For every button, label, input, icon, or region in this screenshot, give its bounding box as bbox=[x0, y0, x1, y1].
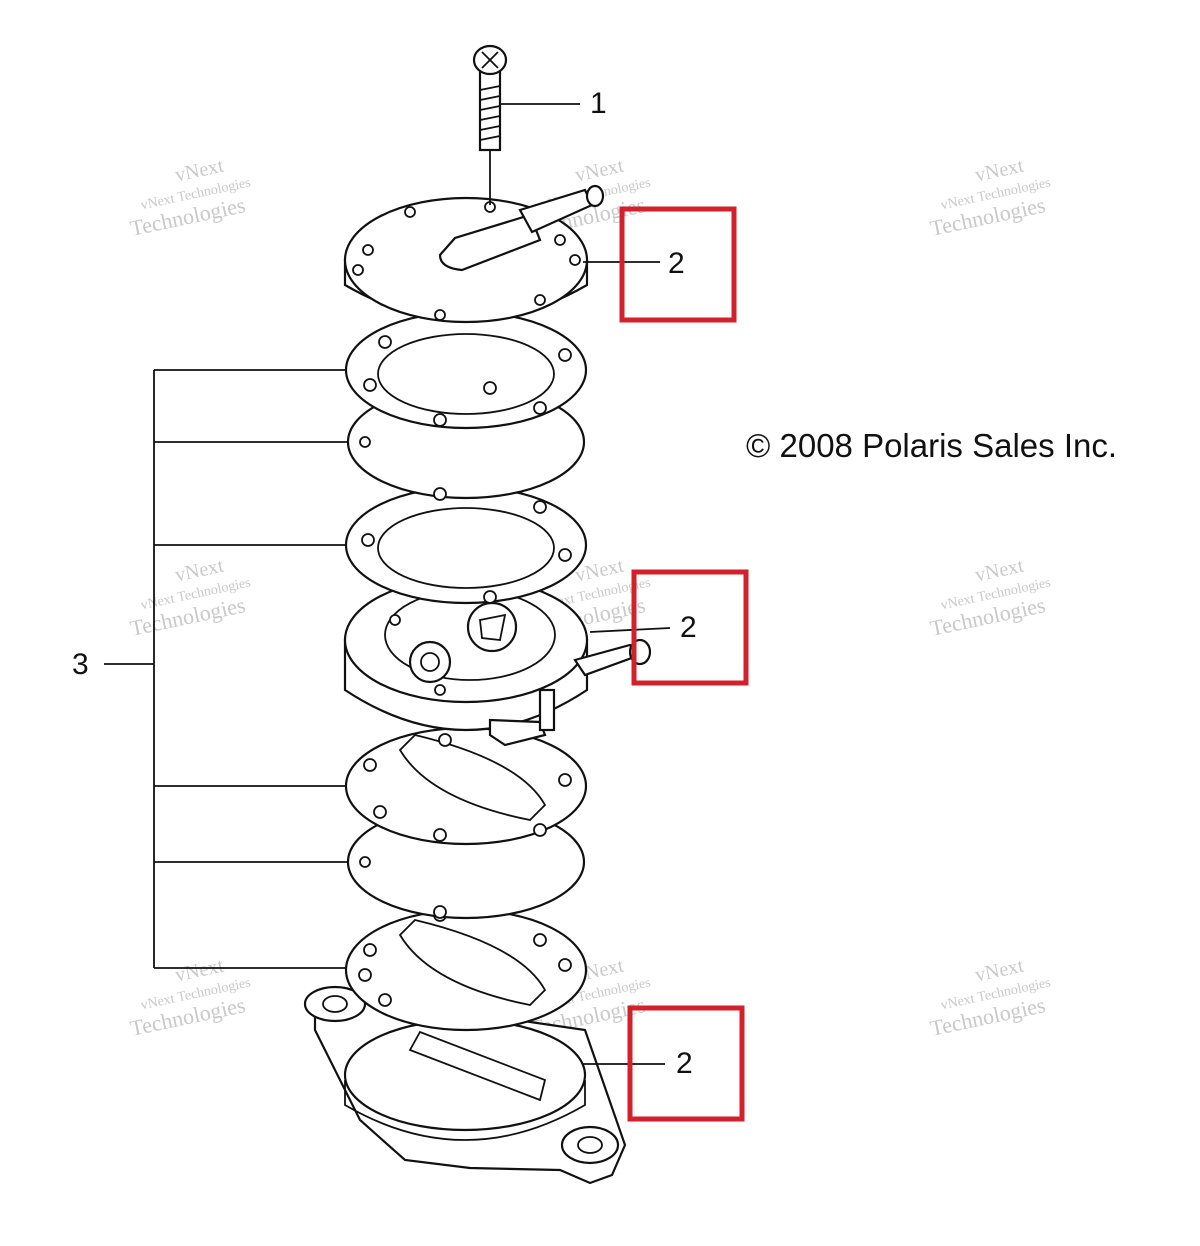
watermark: vNext vNext Technologies Technologies bbox=[128, 955, 252, 1041]
base-cover bbox=[303, 985, 627, 1185]
watermark: vNext vNext Technologies Technologies bbox=[128, 555, 252, 641]
gasket-3 bbox=[344, 485, 588, 605]
gasket-1 bbox=[344, 310, 588, 430]
highlight-box-pump-body bbox=[631, 569, 749, 686]
callout-gasket-kit: 3 bbox=[72, 648, 89, 681]
callout-top-cover: 2 bbox=[668, 247, 685, 280]
gasket-kit-bracket bbox=[104, 369, 350, 969]
callout-screw: 1 bbox=[590, 87, 607, 120]
highlight-box-top-cover bbox=[619, 206, 737, 323]
highlight-box-base-cover bbox=[627, 1005, 745, 1122]
pump-body bbox=[343, 576, 652, 747]
gasket-6 bbox=[344, 908, 588, 1032]
watermark: vNext vNext Technologies Technologies bbox=[928, 155, 1052, 241]
watermark: vNext vNext Technologies Technologies bbox=[128, 155, 252, 241]
watermark-layer: vNext vNext Technologies Technologies vN… bbox=[128, 155, 1052, 1041]
callout-pump-body: 2 bbox=[680, 611, 697, 644]
screw bbox=[472, 44, 508, 205]
top-cover bbox=[343, 184, 605, 324]
watermark: vNext vNext Technologies Technologies bbox=[928, 555, 1052, 641]
copyright-notice: © 2008 Polaris Sales Inc. bbox=[746, 427, 1117, 464]
gasket-4 bbox=[344, 726, 588, 846]
callout-base-cover: 2 bbox=[676, 1047, 693, 1080]
watermark: vNext vNext Technologies Technologies bbox=[928, 955, 1052, 1041]
leader-line bbox=[589, 627, 671, 633]
